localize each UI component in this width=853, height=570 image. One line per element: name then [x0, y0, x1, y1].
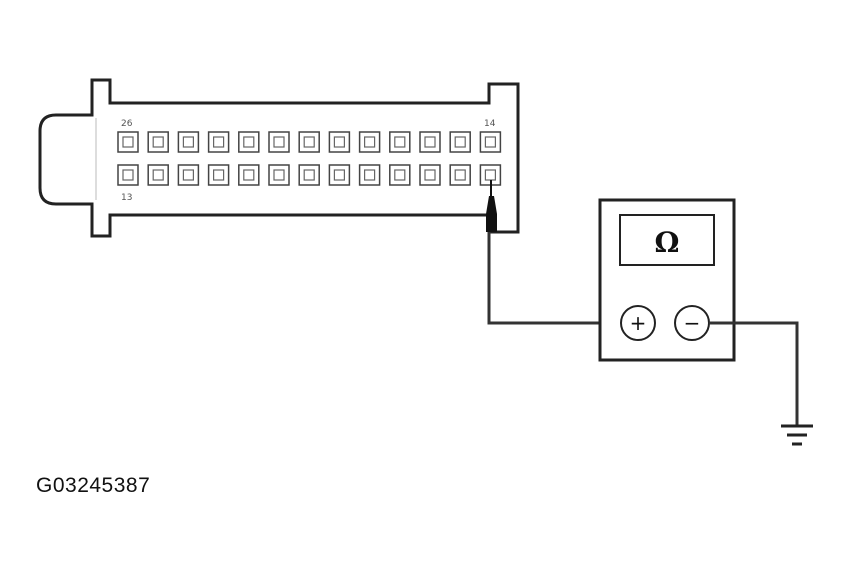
pin-cavity [419, 131, 441, 153]
positive-test-lead [487, 232, 621, 325]
pin-cavity [298, 131, 320, 153]
pin-cavity [389, 164, 411, 186]
pin-cavity [117, 164, 139, 186]
pin-cavity [117, 131, 139, 153]
pin-cavity [328, 164, 351, 186]
pin-cavity [147, 164, 169, 186]
pin-cavity [449, 164, 471, 186]
pin-cavity [328, 131, 351, 153]
pin-label-26: 26 [121, 119, 133, 129]
pin-cavity [207, 164, 230, 186]
pin-label-14: 14 [484, 119, 496, 129]
pin-cavity [238, 131, 260, 153]
pin-cavity [147, 131, 169, 153]
test-probe [486, 180, 497, 232]
meter-display [619, 214, 715, 266]
pin-cavity [298, 164, 320, 186]
ohmmeter: Ω + − [598, 198, 736, 362]
pin-cavity [449, 131, 471, 153]
pin-cavity [479, 131, 502, 153]
pin-cavity [358, 131, 381, 153]
pin-cavity [177, 131, 200, 153]
pin-cavity [419, 164, 441, 186]
pin-cavity [358, 164, 381, 186]
pin-cavity [268, 131, 290, 153]
pin-cavity [177, 164, 200, 186]
pin-cavity [268, 164, 290, 186]
pin-cavity [238, 164, 260, 186]
figure-id: G03245387 [36, 474, 151, 497]
ground-icon [781, 424, 813, 446]
negative-test-lead [709, 321, 799, 425]
positive-terminal [620, 305, 656, 341]
pin-cavity [207, 131, 230, 153]
negative-terminal-label: − [684, 311, 701, 335]
connector-pin-grid [117, 131, 502, 186]
positive-terminal-label: + [630, 311, 647, 335]
connector-body [38, 78, 520, 238]
pin-label-13: 13 [121, 193, 132, 203]
ohm-symbol: Ω [655, 226, 680, 259]
pin-cavity [389, 131, 411, 153]
